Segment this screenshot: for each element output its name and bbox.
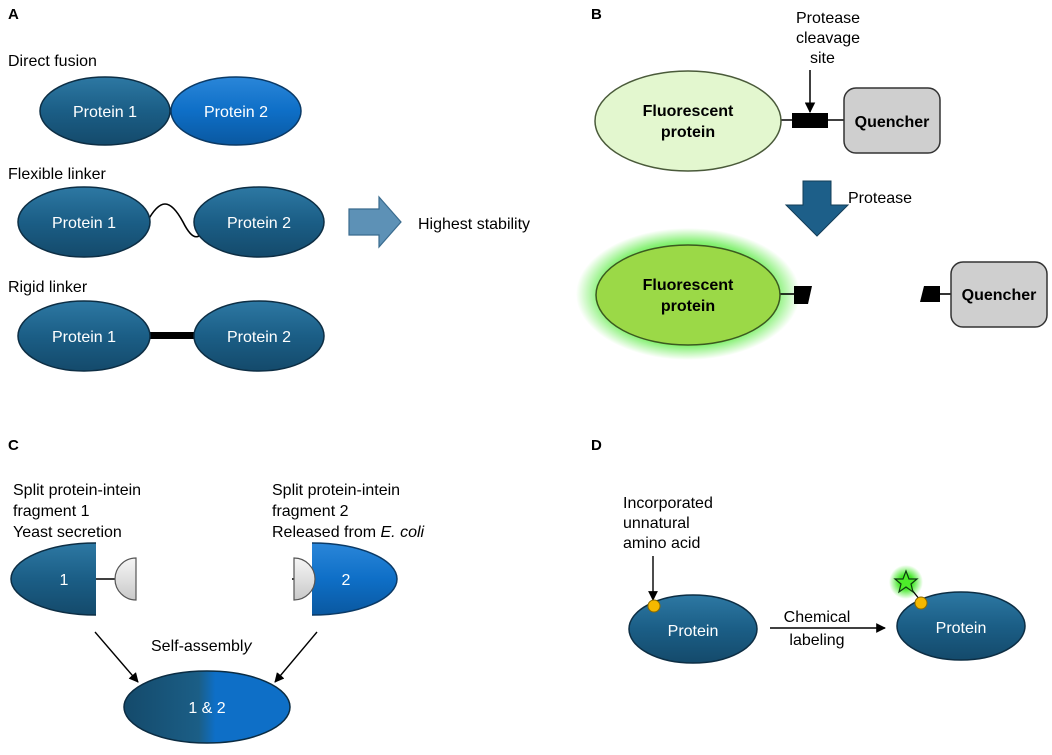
fragment2-line1: Split protein-intein [272,482,400,499]
flexible-protein1-ellipse [17,186,151,258]
protein-labeled-label: Protein [936,620,987,637]
fragment1-line3: Yeast secretion [13,524,122,541]
quencher-box [843,87,941,154]
stability-arrow-icon [348,195,402,249]
fragment1-number: 1 [60,572,69,589]
fragment2-line3-prefix: Released from [272,524,381,541]
fragment1-half-ellipse [10,542,96,616]
uaa-label-line1: Incorporated [623,495,713,512]
fp-active-label-line2: protein [661,298,715,315]
fragment2-line3-organism: E. coli [381,524,425,541]
quencher-released-label: Quencher [962,287,1037,304]
flexible-protein2-label: Protein 2 [227,215,291,232]
protein-unlabeled-label: Protein [668,623,719,640]
panel-d: D Incorporated unnatural amino acid Prot… [591,437,1026,664]
panel-b-letter: B [591,6,602,23]
assembled-protein-ellipse [123,670,291,744]
fluorescent-protein-active-ellipse [595,244,781,346]
fragment2-line2: fragment 2 [272,503,349,520]
cleavage-site-line1: Protease [796,10,860,27]
panel-c-letter: C [8,437,19,454]
flexible-linker-label: Flexible linker [8,166,106,183]
panel-a: A Direct fusion Protein 1 Protein 2 Flex… [8,6,530,372]
assembly-arrow-left [94,631,139,683]
panel-d-letter: D [591,437,602,454]
cleavage-site-block [792,113,828,128]
cleaved-site-fragment-right [920,286,940,302]
chemical-labeling-line1: Chemical [784,609,851,626]
fp-label-line2: protein [661,124,715,141]
self-assembly-prefix: Self-assembl [151,638,243,655]
highest-stability-label: Highest stability [418,216,530,233]
intein-fragment1-icon [114,557,137,601]
cleavage-site-line3: site [810,50,835,67]
rigid-linker-bar [146,332,208,339]
rigid-protein1-ellipse [17,300,151,372]
rigid-protein2-label: Protein 2 [227,329,291,346]
quencher-label: Quencher [855,114,930,131]
direct-protein2-label: Protein 2 [204,104,268,121]
intein-fragment2-icon [293,557,316,601]
protease-arrow-icon [784,180,850,237]
fp-active-label-line1: Fluorescent [643,277,734,294]
self-assembly-label: Self-assembly [151,638,252,655]
fluorescent-label-star-icon [893,569,919,594]
rigid-protein1-label: Protein 1 [52,329,116,346]
direct-fusion-label: Direct fusion [8,53,97,70]
rigid-protein2-ellipse [193,300,325,372]
self-assembly-suffix: y [242,638,252,655]
panel-b: B Protease cleavage site Fluorescent pro… [576,6,1048,360]
flexible-protein1-label: Protein 1 [52,215,116,232]
direct-protein1-label: Protein 1 [73,104,137,121]
assembly-arrow-right [274,631,318,683]
quencher-released-box [950,261,1048,328]
fragment1-line2: fragment 1 [13,503,90,520]
fp-label-line1: Fluorescent [643,103,734,120]
flexible-protein2-ellipse [193,186,325,258]
fluorescent-protein-ellipse [594,70,782,172]
panel-a-letter: A [8,6,19,23]
uaa-label-line3: amino acid [623,535,700,552]
protein-labeled-ellipse [896,591,1026,661]
rigid-linker-label: Rigid linker [8,279,88,296]
fragment1-line1: Split protein-intein [13,482,141,499]
panel-c: C Split protein-intein fragment 1 Yeast … [8,437,425,744]
unnatural-amino-acid-dot [647,599,661,613]
direct-protein1-ellipse [39,76,171,146]
fragment2-number: 2 [342,572,351,589]
fragment2-line3: Released from E. coli [272,524,425,541]
cleavage-site-line2: cleavage [796,30,860,47]
direct-protein2-ellipse [170,76,302,146]
fragment2-half-ellipse [312,542,398,616]
cleaved-site-fragment-left [794,286,812,304]
chemical-labeling-line2: labeling [789,632,844,649]
assembled-protein-label: 1 & 2 [188,700,225,717]
protease-label: Protease [848,190,912,207]
labeled-amino-acid-dot [914,596,928,610]
protein-unlabeled-ellipse [628,594,758,664]
uaa-label-line2: unnatural [623,515,690,532]
